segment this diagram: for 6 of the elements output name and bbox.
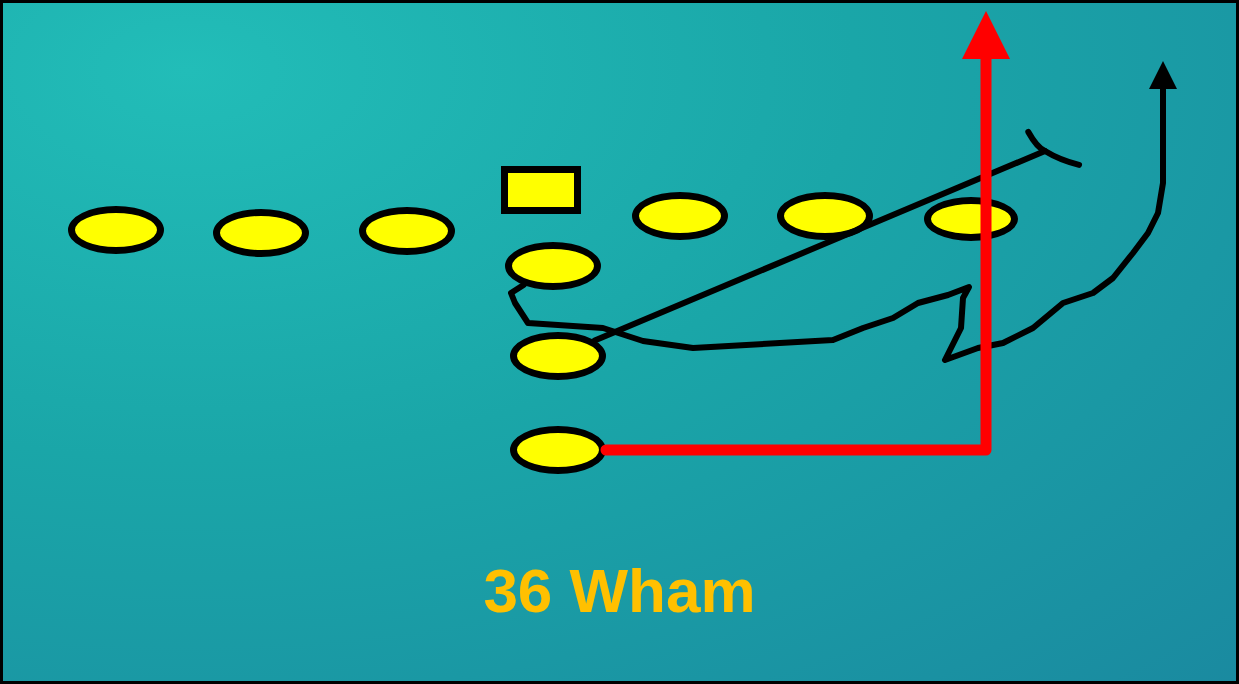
center-square	[501, 166, 581, 214]
play-title: 36 Wham	[483, 556, 756, 625]
route-arrow	[508, 61, 1177, 363]
block-line	[591, 129, 1083, 344]
player-oval	[510, 332, 606, 380]
route-arrow	[600, 11, 1010, 456]
